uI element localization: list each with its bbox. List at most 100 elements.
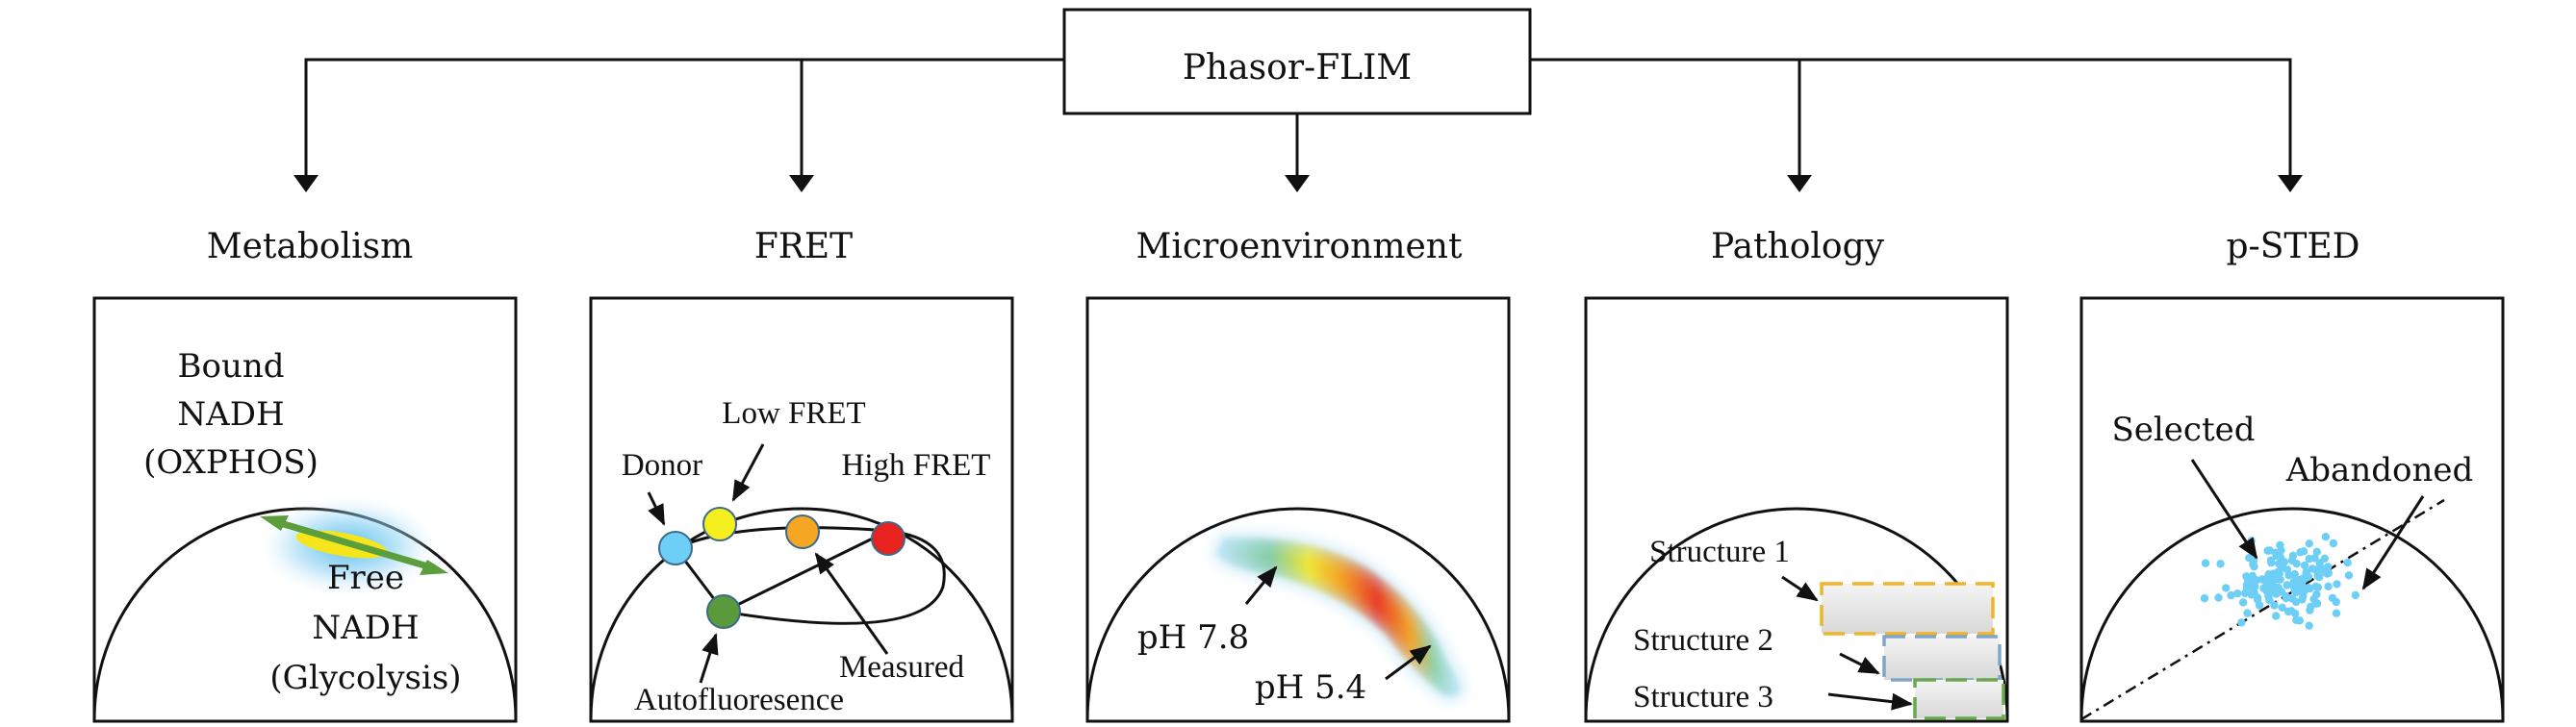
photon-dot xyxy=(2324,582,2333,590)
photon-dot xyxy=(2270,601,2279,610)
photon-dot xyxy=(2329,539,2338,548)
photon-dot xyxy=(2200,594,2209,603)
photon-dot xyxy=(2311,582,2320,590)
photon-dot xyxy=(2265,595,2274,605)
photon-dot xyxy=(2300,561,2309,570)
structure-1-label: Structure 1 xyxy=(1649,535,1790,569)
universal-semicircle xyxy=(1085,507,1511,720)
photon-dot xyxy=(2275,569,2283,578)
photon-dot xyxy=(2277,546,2285,555)
low-fret-point xyxy=(702,507,737,541)
free-line2: NADH xyxy=(312,609,419,647)
photon-dot xyxy=(2237,618,2246,627)
photon-dot xyxy=(2272,612,2281,620)
title-box xyxy=(1062,8,1532,115)
photon-dot xyxy=(2278,603,2286,612)
abandoned-label: Abandoned xyxy=(2285,451,2474,489)
photon-dot xyxy=(2333,580,2341,589)
photon-dot xyxy=(2264,570,2273,579)
autofluorescence-point xyxy=(706,594,741,629)
photon-dot xyxy=(2324,568,2333,578)
panel-fret: Low FRET Donor High FRET Measured Autofl… xyxy=(589,296,1014,723)
photon-dot xyxy=(2287,594,2297,603)
photon-dot xyxy=(2277,557,2285,565)
photon-dot xyxy=(2292,560,2301,568)
photon-dot xyxy=(2238,598,2248,607)
photon-dot xyxy=(2222,584,2231,592)
photon-dot xyxy=(2300,587,2308,595)
photon-dot xyxy=(2292,615,2301,624)
structure-2-box xyxy=(1882,635,2002,682)
photon-dot xyxy=(2243,609,2252,617)
photon-dot xyxy=(2328,593,2337,603)
photon-dot xyxy=(2201,559,2210,567)
autofluorescence-label: Autofluoresence xyxy=(634,683,844,717)
photon-dot xyxy=(2242,584,2252,592)
heading-psted: p-STED xyxy=(2226,227,2359,266)
photon-dot xyxy=(2312,566,2321,575)
photon-dot xyxy=(2283,565,2292,574)
universal-semicircle xyxy=(2079,507,2505,720)
structure-1-box xyxy=(1820,582,1995,636)
photon-dot xyxy=(2324,563,2333,571)
photon-dot xyxy=(2233,589,2242,598)
photon-dot xyxy=(2272,589,2281,598)
photon-dot xyxy=(2288,551,2298,560)
photon-dot xyxy=(2253,595,2262,604)
heading-pathology: Pathology xyxy=(1711,227,1885,266)
ph-low-label: pH 5.4 xyxy=(1255,668,1366,707)
photon-dot xyxy=(2214,593,2223,602)
photon-dot xyxy=(2283,607,2293,616)
high-fret-point xyxy=(871,521,905,556)
bound-line2: NADH xyxy=(177,395,284,434)
photon-dot xyxy=(2271,575,2280,584)
bound-line1: Bound xyxy=(177,347,284,386)
arrow-micro xyxy=(1285,175,1310,192)
universal-semicircle xyxy=(589,507,1014,720)
photon-dot xyxy=(2290,569,2299,579)
free-line1: Free xyxy=(327,559,404,597)
photon-dot xyxy=(2298,574,2307,584)
photon-dot xyxy=(2250,589,2258,597)
bound-line3: (OXPHOS) xyxy=(143,443,319,482)
free-line3: (Glycolysis) xyxy=(269,659,461,697)
photon-dot xyxy=(2305,539,2313,548)
photon-dot xyxy=(2312,547,2321,556)
photon-dot xyxy=(2344,571,2354,580)
photon-dot xyxy=(2306,606,2314,614)
photon-dot xyxy=(2227,590,2235,600)
structure-3-box xyxy=(1913,678,2005,720)
down-arrows xyxy=(293,175,2303,192)
panel-psted: Selected Abandoned xyxy=(2079,296,2505,723)
photon-dot xyxy=(2343,559,2352,567)
donor-point xyxy=(658,531,693,565)
photon-dot xyxy=(2305,621,2313,630)
photon-dot xyxy=(2321,533,2331,541)
photon-dot xyxy=(2263,546,2272,555)
mid-fret-point xyxy=(785,514,820,549)
arrow-psted xyxy=(2278,175,2303,192)
heading-microenvironment: Microenvironment xyxy=(1136,227,1463,266)
photon-dot xyxy=(2248,571,2257,580)
photon-dot xyxy=(2272,551,2281,561)
structure-2-label: Structure 2 xyxy=(1633,623,1773,658)
heading-fret: FRET xyxy=(754,227,853,266)
photon-dot xyxy=(2332,609,2341,617)
photon-dot xyxy=(2302,567,2311,576)
panel-metabolism: Bound NADH (OXPHOS) Free NADH (Glycolysi… xyxy=(92,296,518,723)
heading-metabolism: Metabolism xyxy=(207,227,413,266)
photon-dot xyxy=(2305,554,2313,564)
photon-dot xyxy=(2283,581,2291,589)
photon-dot xyxy=(2314,572,2324,582)
ph-distribution xyxy=(1217,538,1460,696)
photon-dot xyxy=(2289,577,2298,587)
photon-dot xyxy=(2298,595,2307,604)
panel-pathology: Structure 1 Structure 2 Structure 3 xyxy=(1584,296,2009,723)
ph-high-label: pH 7.8 xyxy=(1137,618,1249,657)
arrow-metabolism xyxy=(293,175,319,192)
photon-dot xyxy=(2262,587,2271,595)
photon-dot xyxy=(2282,594,2291,603)
panel-microenvironment: pH 7.8 pH 5.4 xyxy=(1085,296,1511,723)
photon-dot xyxy=(2311,599,2321,608)
